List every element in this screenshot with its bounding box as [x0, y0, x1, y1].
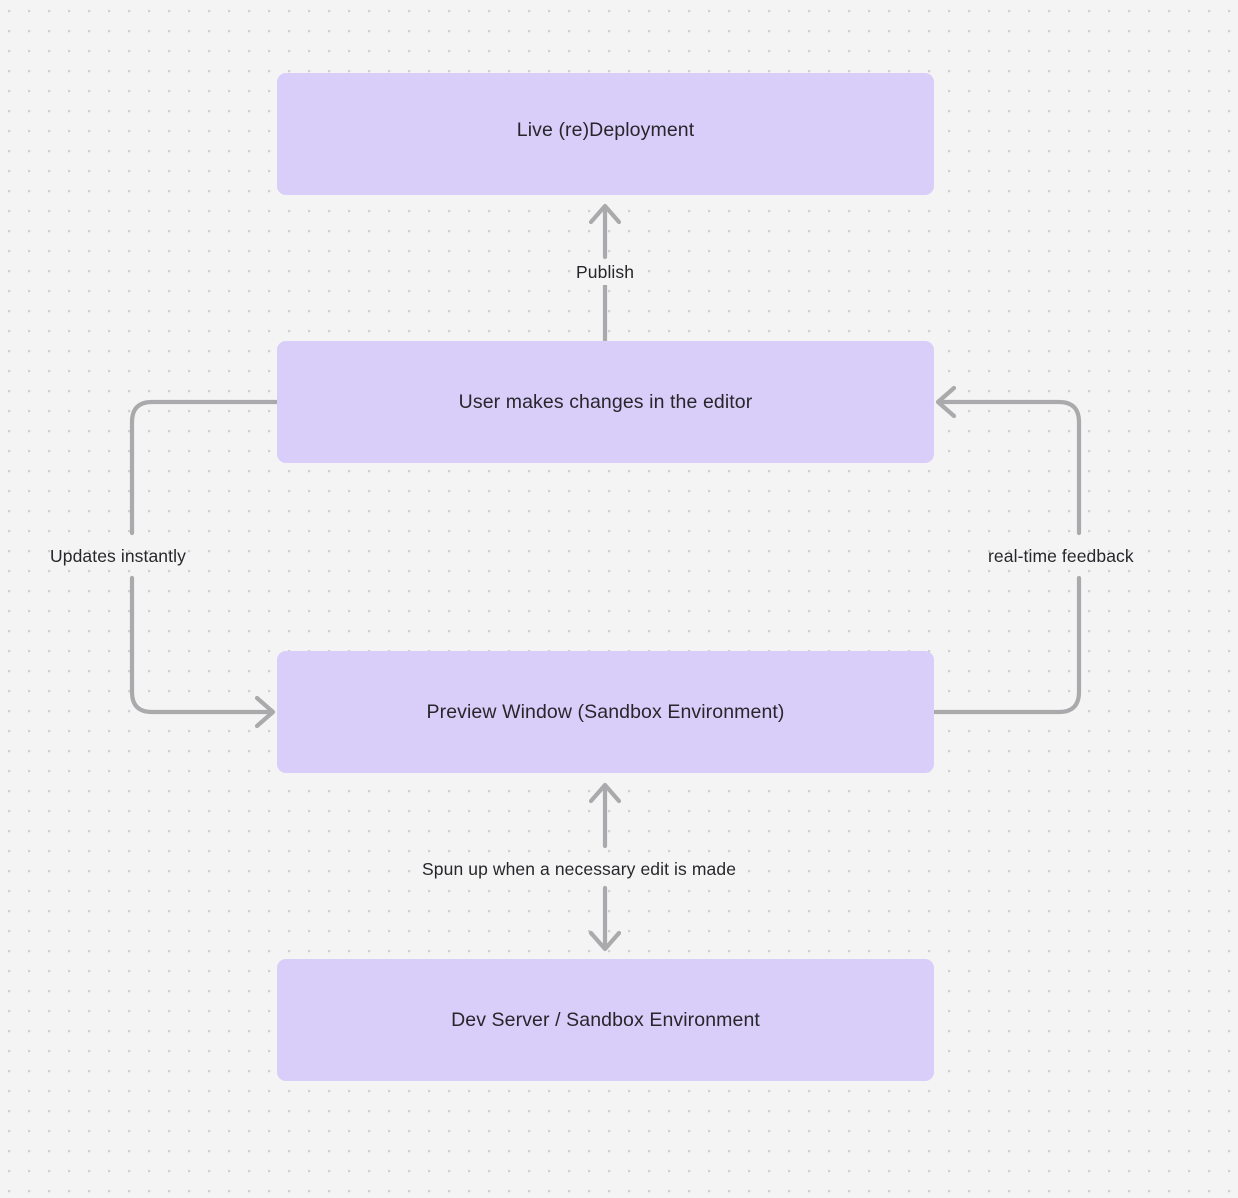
node-preview-window[interactable]: Preview Window (Sandbox Environment)	[277, 651, 934, 773]
node-dev-server-label: Dev Server / Sandbox Environment	[451, 1008, 760, 1031]
node-user-makes-changes[interactable]: User makes changes in the editor	[277, 341, 934, 463]
node-dev-server[interactable]: Dev Server / Sandbox Environment	[277, 959, 934, 1081]
node-preview-window-label: Preview Window (Sandbox Environment)	[426, 700, 785, 723]
node-live-redeployment[interactable]: Live (re)Deployment	[277, 73, 934, 195]
node-user-makes-changes-label: User makes changes in the editor	[458, 390, 753, 413]
node-live-redeployment-label: Live (re)Deployment	[516, 118, 695, 141]
edge-label-spun-up: Spun up when a necessary edit is made	[417, 858, 742, 882]
edge-label-updates-instantly: Updates instantly	[50, 546, 186, 566]
edge-label-publish: Publish	[571, 261, 640, 285]
edge-label-real-time-feedback: real-time feedback	[988, 546, 1134, 566]
